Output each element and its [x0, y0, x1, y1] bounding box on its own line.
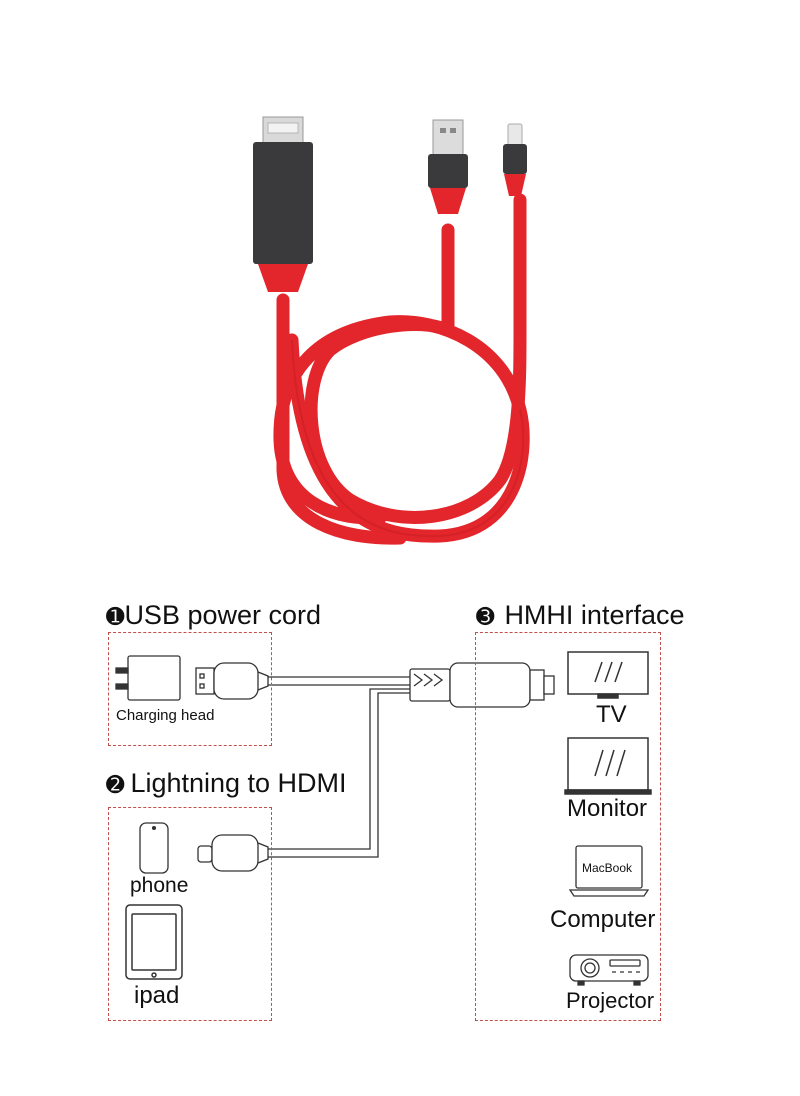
cable-hdmi-tail [276, 293, 407, 545]
laptop-brand-label: MacBook [582, 861, 633, 875]
tv-icon [567, 651, 649, 699]
schematic-lightning-plug [197, 834, 269, 872]
ipad-icon [125, 904, 183, 980]
number-badge-2: ➋ [106, 772, 125, 797]
usb-section-box [108, 632, 272, 746]
usb-connector [428, 119, 468, 214]
computer-label: Computer [550, 906, 656, 933]
hdmi-section-title: ➌ HMHI interface [476, 602, 685, 629]
lightning-section-box [108, 807, 272, 1021]
hdmi-connector [253, 116, 313, 292]
projector-icon [569, 954, 649, 986]
lightning-connector [503, 123, 527, 196]
number-badge-1: ➊ [106, 604, 125, 629]
schematic-wires [268, 676, 410, 858]
cable-coil-inner [304, 193, 527, 524]
tv-label: TV [596, 701, 627, 728]
ipad-label: ipad [134, 982, 180, 1009]
projector-label: Projector [566, 988, 655, 1013]
hdmi-section-box [475, 632, 661, 1021]
usb-section-title: ➊USB power cord [106, 602, 321, 629]
lightning-title-text: Lightning to HDMI [130, 768, 347, 798]
charging-head-label: Charging head [116, 707, 215, 724]
phone-icon [139, 822, 169, 874]
laptop-icon [568, 845, 650, 897]
hdmi-title-text: HMHI interface [504, 600, 685, 630]
phone-label: phone [130, 874, 189, 897]
number-badge-3: ➌ [476, 604, 495, 629]
schematic-usb-plug [195, 662, 269, 700]
monitor-label: Monitor [567, 795, 648, 822]
cable-photo [253, 116, 530, 545]
schematic-hdmi-plug [409, 662, 555, 708]
monitor-icon [564, 737, 652, 795]
charger-icon [115, 655, 181, 701]
usb-title-text: USB power cord [124, 600, 322, 630]
